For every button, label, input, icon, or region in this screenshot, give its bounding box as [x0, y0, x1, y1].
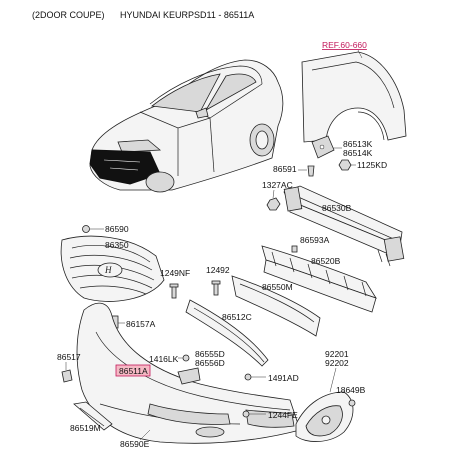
clip-86591 [307, 165, 315, 177]
label-1244FE[interactable]: 1244FE [268, 410, 298, 420]
screw-1244FE [242, 410, 250, 418]
header-title: HYUNDAI KEURPSD11 - 86511A [120, 10, 254, 20]
header-variant: (2DOOR COUPE) [32, 10, 105, 20]
label-86517[interactable]: 86517 [57, 352, 81, 362]
label-86519M[interactable]: 86519M [70, 423, 101, 433]
screw-1249NF [169, 283, 179, 299]
svg-text:H: H [104, 265, 112, 275]
label-86593A[interactable]: 86593A [300, 235, 330, 245]
label-12492[interactable]: 12492 [206, 265, 230, 275]
nut-1327AC [266, 197, 281, 211]
fender-bracket [311, 135, 335, 159]
label-86555D[interactable]: 86555D [195, 349, 225, 359]
label-86590E[interactable]: 86590E [120, 439, 150, 449]
fender-reference-part [301, 51, 407, 143]
label-18649B[interactable]: 18649B [336, 385, 366, 395]
tow-hook-cap [61, 369, 73, 383]
label-86514K[interactable]: 86514K [343, 148, 373, 158]
label-92201[interactable]: 92201 [325, 349, 349, 359]
label-1125KD[interactable]: 1125KD [357, 160, 387, 170]
energy-absorber [261, 245, 377, 313]
label-86590[interactable]: 86590 [105, 224, 129, 234]
label-1491AD[interactable]: 1491AD [268, 373, 299, 383]
label-1249NF[interactable]: 1249NF [160, 268, 190, 278]
fog-lamp-assembly [295, 391, 354, 442]
label-1327AC[interactable]: 1327AC [262, 180, 293, 190]
highlight-box-86511A [115, 364, 151, 377]
bumper-impact-beam [283, 185, 405, 267]
screw-12492 [211, 280, 221, 296]
label-92202[interactable]: 92202 [325, 358, 349, 368]
bulb-18649B [348, 399, 356, 407]
radiator-grille: H [60, 235, 165, 302]
clip-86593A [291, 245, 298, 253]
label-86520B[interactable]: 86520B [311, 256, 341, 266]
label-86157A[interactable]: 86157A [126, 319, 156, 329]
car-illustration [89, 59, 284, 193]
label-86556D[interactable]: 86556D [195, 358, 225, 368]
bracket-86555D [177, 367, 201, 385]
label-86550M[interactable]: 86550M [262, 282, 293, 292]
lower-lip-garnish [185, 299, 269, 367]
label-86350[interactable]: 86350 [105, 240, 129, 250]
screw-1416LK [182, 354, 190, 362]
label-86513K[interactable]: 86513K [343, 139, 373, 149]
label-86511A[interactable]: 86511A [119, 366, 148, 376]
screw-86590 [82, 225, 90, 233]
bolt-1125KD [338, 159, 352, 171]
front-bumper-cover [76, 302, 301, 444]
bumper-cover-lower-strip [231, 275, 321, 337]
car-front-bumper-highlight [89, 149, 161, 185]
screw-1491AD [244, 373, 252, 381]
label-86591[interactable]: 86591 [273, 164, 297, 174]
reference-label[interactable]: REF.60-660 [322, 40, 367, 50]
license-plate-bracket [73, 401, 113, 431]
label-1416LK[interactable]: 1416LK [149, 354, 179, 364]
label-86530B[interactable]: 86530B [322, 203, 352, 213]
label-86512C[interactable]: 86512C [222, 312, 252, 322]
